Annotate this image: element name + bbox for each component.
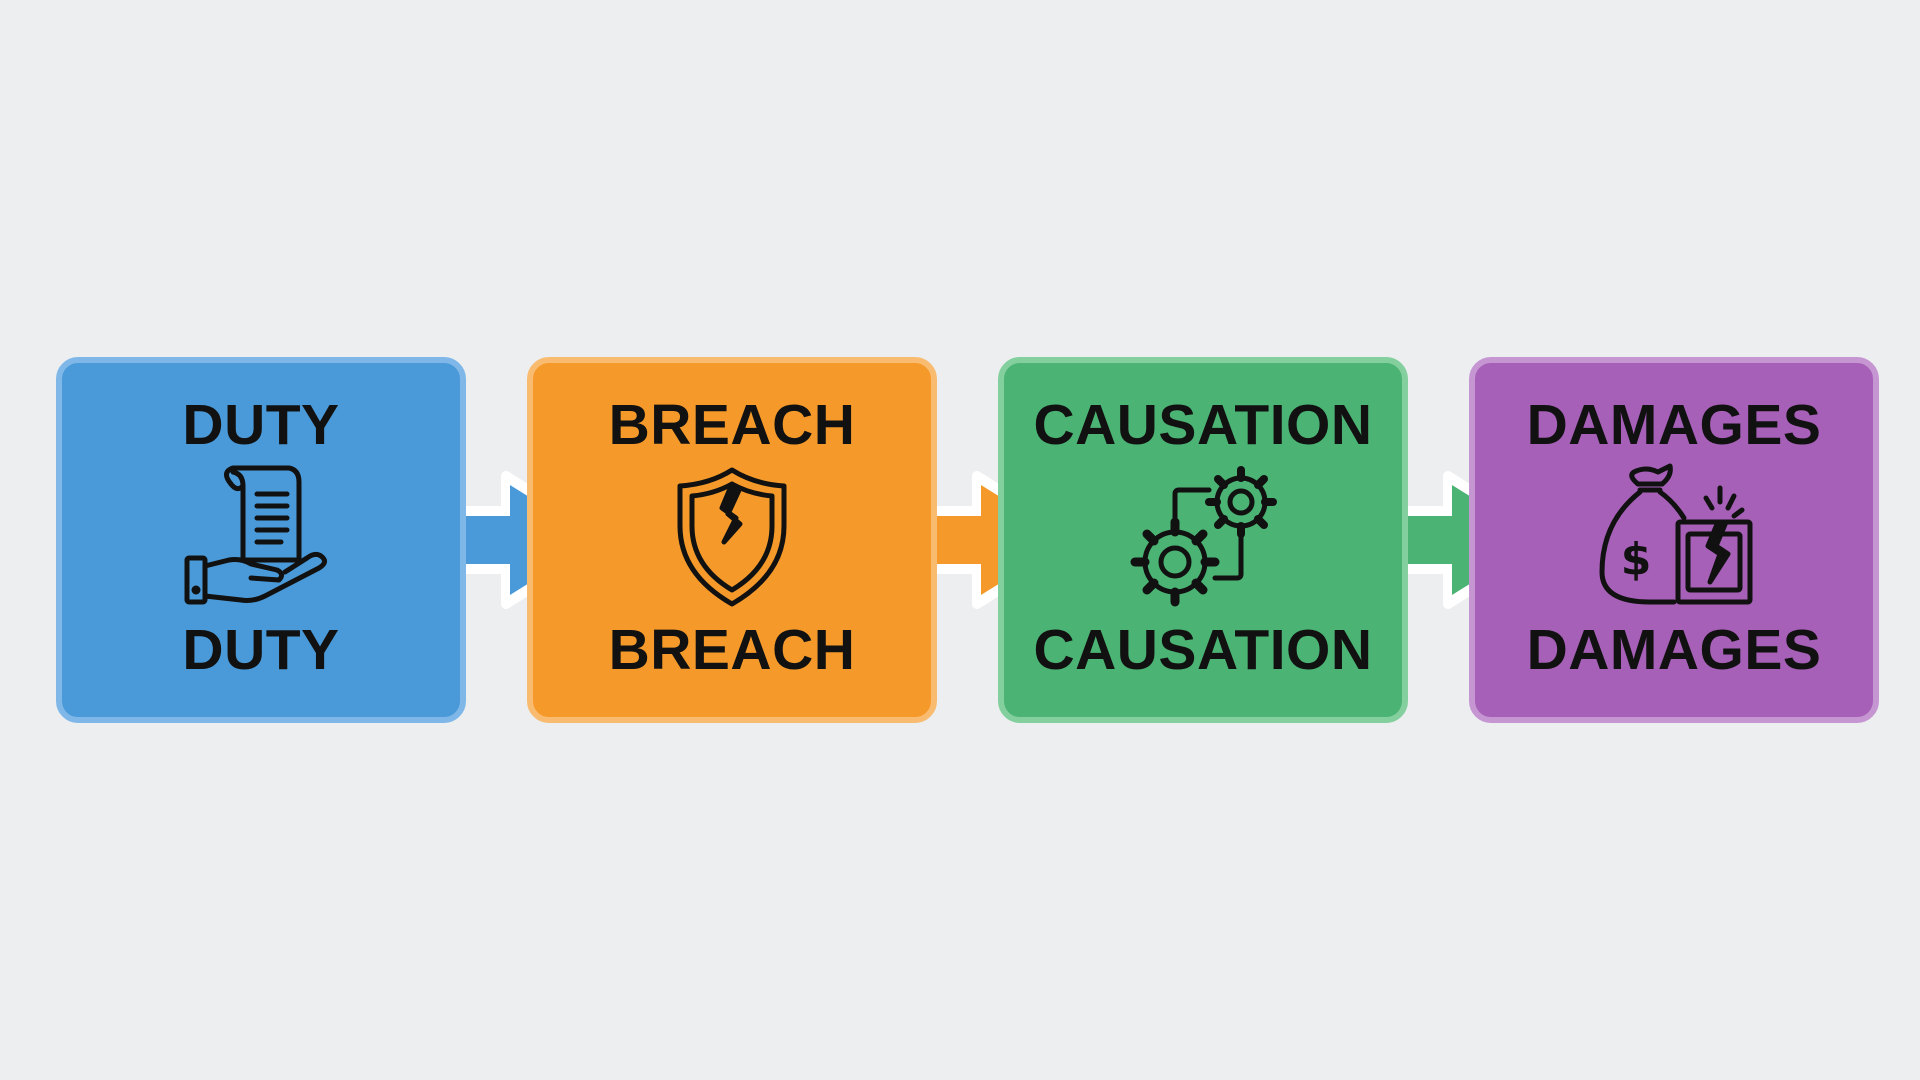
step-causation-title-top: CAUSATION <box>1033 393 1373 457</box>
step-breach-title-bottom: BREACH <box>608 618 856 682</box>
step-breach-title-top: BREACH <box>608 393 856 457</box>
broken-shield-icon <box>652 462 812 612</box>
step-duty-title-bottom: DUTY <box>182 618 340 682</box>
scroll-hand-icon <box>181 462 341 612</box>
gears-icon <box>1123 462 1283 612</box>
step-duty-title-top: DUTY <box>182 393 340 457</box>
step-duty: DUTY DUTY <box>56 357 466 723</box>
step-damages-title-top: DAMAGES <box>1526 393 1822 457</box>
step-damages-title-bottom: DAMAGES <box>1526 618 1822 682</box>
step-causation: CAUSATION <box>998 357 1408 723</box>
step-damages: DAMAGES $ DAMAGES <box>1469 357 1879 723</box>
money-bag-icon: $ <box>1594 462 1754 612</box>
svg-text:$: $ <box>1621 534 1652 585</box>
step-breach: BREACH BREACH <box>527 357 937 723</box>
step-causation-title-bottom: CAUSATION <box>1033 618 1373 682</box>
